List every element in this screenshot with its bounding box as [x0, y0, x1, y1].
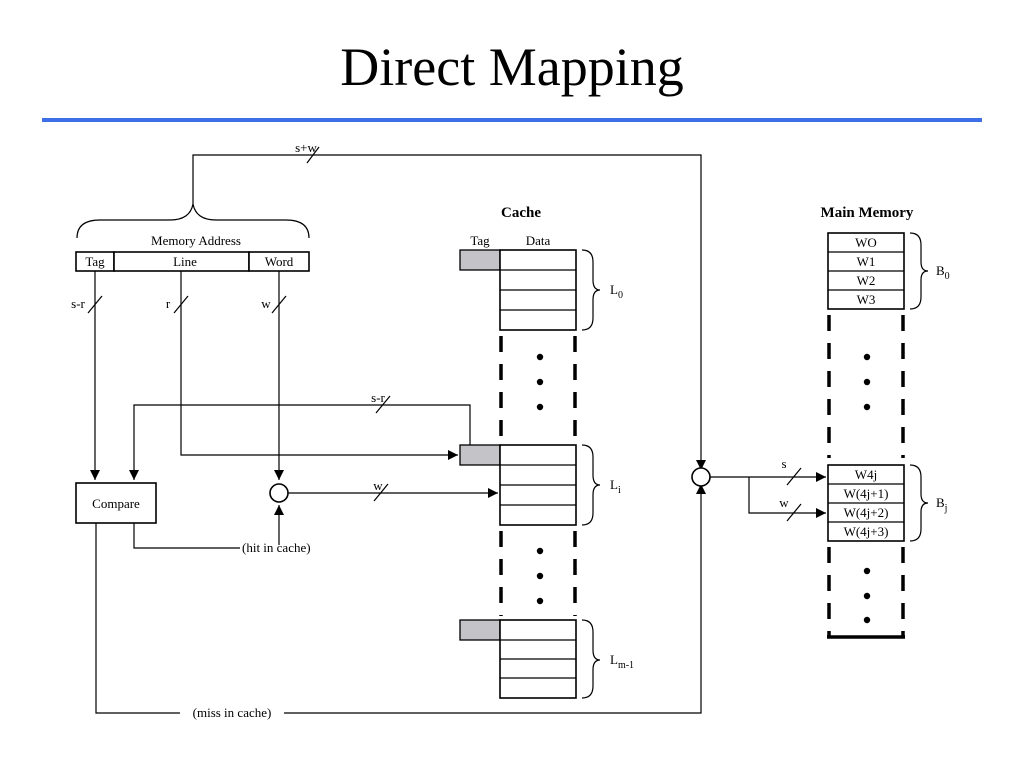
cache: Cache Tag Data L0 Li — [459, 205, 634, 699]
cache-lm1-label-main: L — [610, 652, 618, 667]
tag-field-width-label: s-r — [71, 296, 85, 311]
cache-lm1-label-sub: m-1 — [618, 660, 634, 671]
cache-col-tag: Tag — [470, 233, 490, 248]
to-main-w-label: w — [779, 495, 789, 510]
cache-tag-feedback-slash — [375, 395, 391, 414]
ellipsis-dot — [536, 353, 544, 361]
cache-li-label-sub: i — [618, 485, 621, 496]
cache-lm1-label: Lm-1 — [610, 652, 634, 671]
tag-field-slash — [87, 295, 103, 314]
cache-tag-feedback-bus — [129, 404, 471, 480]
cache-l0-label-sub: 0 — [618, 290, 623, 301]
line-field-bus — [180, 271, 458, 460]
word-to-cache-slash — [373, 483, 389, 502]
ellipsis-dot — [863, 378, 871, 386]
address-bus-slash — [306, 146, 320, 164]
address-field-line-label: Line — [173, 254, 197, 269]
cache-col-data: Data — [526, 233, 551, 248]
main-word-cell: W1 — [857, 254, 876, 269]
ellipsis-dot — [863, 567, 871, 575]
cache-tag-lm1 — [459, 619, 501, 641]
ellipsis-dot — [536, 597, 544, 605]
address-bus-label: s+w — [295, 140, 317, 155]
main-word-cell: W(4j+2) — [844, 505, 889, 520]
cache-tag-li — [459, 444, 501, 466]
cache-li-label-main: L — [610, 477, 618, 492]
cache-tag-l0 — [459, 249, 501, 271]
address-field-tag-label: Tag — [85, 254, 105, 269]
main-word-cell: W(4j+3) — [844, 524, 889, 539]
main-b0-label-sub: 0 — [945, 271, 950, 282]
ellipsis-dot — [863, 592, 871, 600]
miss-label: (miss in cache) — [193, 705, 272, 720]
main-bj-label-main: B — [936, 495, 945, 510]
main-b0-brace — [909, 232, 929, 310]
cache-li-label: Li — [610, 477, 621, 496]
main-memory: Main Memory WO W1 W2 W3 B0 W4j W(4j+1) W… — [821, 205, 950, 639]
main-bj-brace — [909, 464, 929, 542]
compare-label: Compare — [92, 496, 140, 511]
to-main-s-label: s — [781, 456, 786, 471]
ellipsis-dot — [536, 378, 544, 386]
main-word-cell: W(4j+1) — [844, 486, 889, 501]
line-field-slash — [173, 295, 189, 314]
word-field-slash — [271, 295, 287, 314]
ellipsis-dot — [536, 572, 544, 580]
hit-label: (hit in cache) — [242, 540, 311, 555]
main-bj-label-sub: j — [944, 503, 948, 514]
word-field-width-label: w — [261, 296, 271, 311]
word-to-cache-label: w — [373, 478, 383, 493]
cache-l0-label-main: L — [610, 282, 618, 297]
cache-title: Cache — [501, 205, 541, 221]
compare-box — [75, 482, 157, 524]
main-memory-title: Main Memory — [821, 205, 914, 221]
miss-label-bg — [180, 704, 284, 720]
hit-line — [133, 523, 240, 549]
address-bus-line — [192, 154, 706, 470]
ellipsis-dot — [863, 616, 871, 624]
to-main-w-slash — [786, 503, 802, 522]
to-main-w-bus — [748, 477, 826, 518]
main-b0-label-main: B — [936, 263, 945, 278]
ellipsis-dot — [536, 547, 544, 555]
memory-address-label: Memory Address — [151, 233, 241, 248]
cache-li-brace — [581, 444, 601, 526]
ellipsis-dot — [863, 403, 871, 411]
main-memory-select-gate — [691, 467, 711, 487]
main-b0-label: B0 — [936, 263, 950, 282]
miss-line — [95, 484, 706, 714]
cache-l0-brace — [581, 249, 601, 331]
main-word-cell: WO — [855, 235, 877, 250]
main-word-cell: W3 — [857, 292, 876, 307]
cache-l0-label: L0 — [610, 282, 623, 301]
line-field-width-label: r — [166, 296, 171, 311]
word-select-gate — [269, 483, 289, 503]
memory-address-group: Memory Address Tag Line Word — [75, 203, 310, 272]
cache-tag-feedback-label: s-r — [371, 390, 385, 405]
slide-title: Direct Mapping — [340, 37, 684, 97]
title-rule — [42, 118, 982, 122]
main-word-cell: W4j — [855, 467, 877, 482]
to-main-s-slash — [786, 467, 802, 486]
address-field-word-label: Word — [265, 254, 294, 269]
cache-lm1-brace — [581, 619, 601, 699]
ellipsis-dot — [536, 403, 544, 411]
main-bj-label: Bj — [936, 495, 947, 514]
ellipsis-dot — [863, 353, 871, 361]
main-word-cell: W2 — [857, 273, 876, 288]
